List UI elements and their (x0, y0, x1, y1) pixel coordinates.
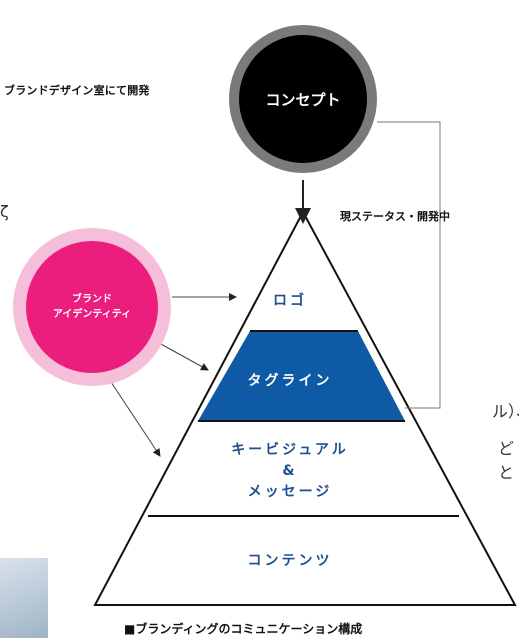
status-bracket-line (377, 121, 441, 409)
tagline-band (198, 331, 405, 421)
pointer-to-visual (102, 369, 161, 457)
figure-caption: ■ブランディングのコミュニケーション構成 (124, 622, 363, 636)
development-note: ブランドデザイン室にて開発 (4, 84, 150, 97)
cropped-text-left: ζ (0, 202, 9, 221)
tier-visual-label: キービジュアル & メッセージ (120, 440, 460, 503)
cropped-photo (0, 558, 48, 638)
brand-identity-line1: ブランド (72, 294, 112, 305)
tier-content-label: コンテンツ (247, 553, 333, 569)
tier-visual-line1: キービジュアル (231, 442, 349, 458)
cropped-text-right-2: どと (498, 439, 515, 482)
brand-identity-circle: ブランド アイデンティティ (26, 241, 158, 373)
concept-label: コンセプト (239, 35, 367, 163)
tier-visual-line3: メッセージ (247, 484, 333, 500)
tier-logo-label: ロゴ (273, 293, 307, 309)
tier-visual-line2: & (282, 463, 298, 479)
tier-tagline-label: タグライン (247, 373, 333, 389)
brand-identity-line2: アイデンティティ (52, 309, 132, 320)
cropped-text-right-1: ル）、 (492, 402, 519, 421)
concept-circle: コンセプト (229, 25, 377, 173)
status-label: 現ステータス・開発中 (340, 210, 450, 223)
